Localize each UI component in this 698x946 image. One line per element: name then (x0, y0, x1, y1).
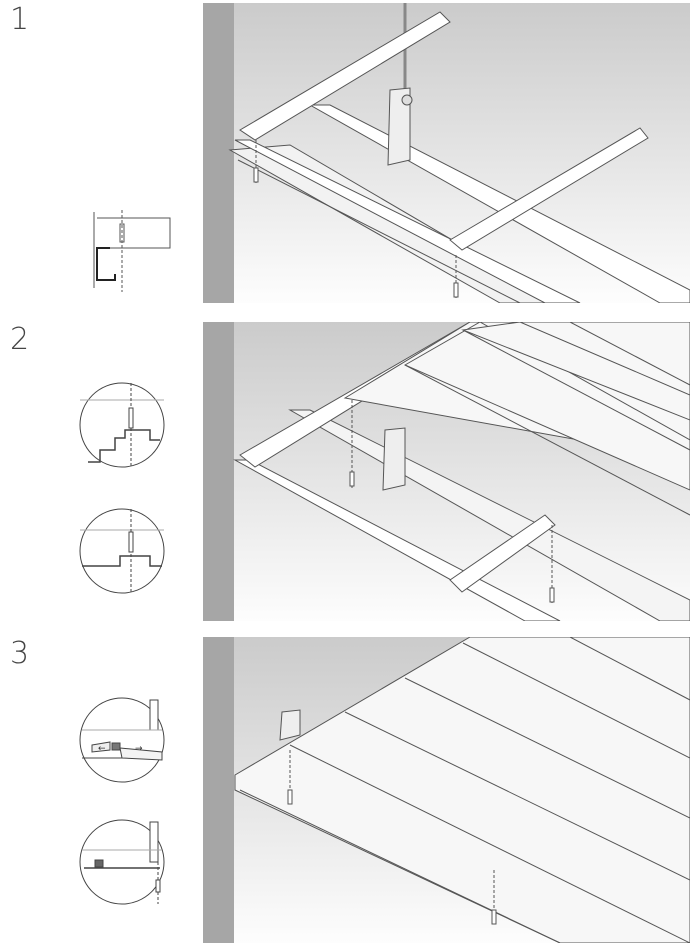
step-number-1: 1 (10, 2, 30, 37)
cross-channel (449, 514, 556, 593)
step-3-detail-circle-2 (79, 819, 165, 905)
step-3-detail-circle-1: ← → (79, 697, 165, 783)
step-number-2: 2 (10, 322, 30, 357)
step-2-illustration (203, 322, 690, 621)
wall-angle-profile (233, 459, 561, 621)
wall (203, 322, 234, 621)
step-2-detail-circle-1 (79, 382, 165, 468)
wall (203, 637, 234, 943)
ceiling-panels (343, 322, 690, 516)
ceiling-panels (234, 637, 690, 943)
cross-channel (239, 11, 451, 141)
cross-channel (449, 127, 649, 251)
hanger-bracket (382, 427, 406, 491)
step-3-illustration (203, 637, 690, 943)
svg-text:→: → (135, 744, 143, 754)
step-2-detail-circle-2 (79, 508, 165, 594)
step-number-3: 3 (10, 636, 30, 671)
wall-angle-profile (234, 139, 581, 303)
svg-text:←: ← (98, 744, 106, 754)
step-1-illustration (203, 3, 690, 303)
wall (203, 3, 234, 303)
hanger-bracket (279, 709, 301, 741)
step-1-section-detail (93, 210, 171, 292)
hanger-bracket (387, 87, 411, 166)
